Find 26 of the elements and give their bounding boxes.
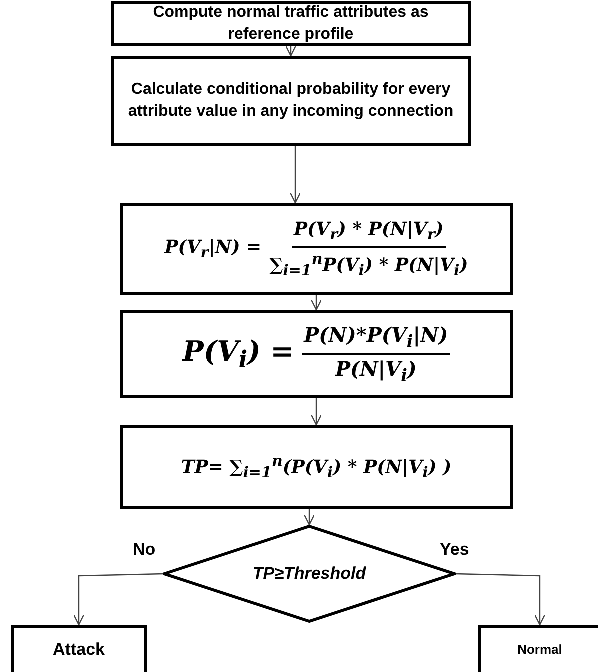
formula-box [120, 425, 513, 509]
arrow [310, 398, 322, 426]
arrow [454, 573, 546, 626]
formula-box [120, 310, 513, 398]
arrow [73, 573, 164, 626]
arrow [304, 509, 316, 526]
arrow [290, 146, 302, 204]
process-box [111, 1, 471, 46]
formula-box [120, 203, 513, 295]
box-text: Attack [53, 638, 105, 661]
numerator-text: P(N)*P(V$_{i}$|N) [302, 323, 450, 355]
arrow [310, 295, 322, 311]
formula-text: TP= ∑$_{i=1}$$^{n}$(P(V$_{i}$) * P(N|V$_{i}$) ) [181, 451, 452, 483]
numerator-text: P(V$_{r}$) * P(N|V$_{r}$) [292, 218, 446, 248]
box-text: Calculate conditional probability for every attribute value in any incoming connection [127, 80, 455, 122]
condition-text: TP≥Threshold [252, 564, 366, 584]
formula-text: P(V$_{i}$) = [182, 334, 294, 374]
box-text: Normal [518, 641, 562, 659]
arrow [285, 45, 297, 57]
box-text: Compute normal traffic attributes as reference profile [152, 2, 430, 44]
process-box [478, 625, 598, 672]
denominator-text: ∑$_{i=1}$$^{n}$P(V$_{i}$) * P(N|V$_{i}$) [270, 248, 468, 280]
formula-text: P(V$_{r}$|N) = [164, 236, 262, 262]
process-box [11, 625, 147, 672]
denominator-text: P(N|V$_{i}$) [336, 356, 417, 385]
process-box [111, 56, 471, 146]
